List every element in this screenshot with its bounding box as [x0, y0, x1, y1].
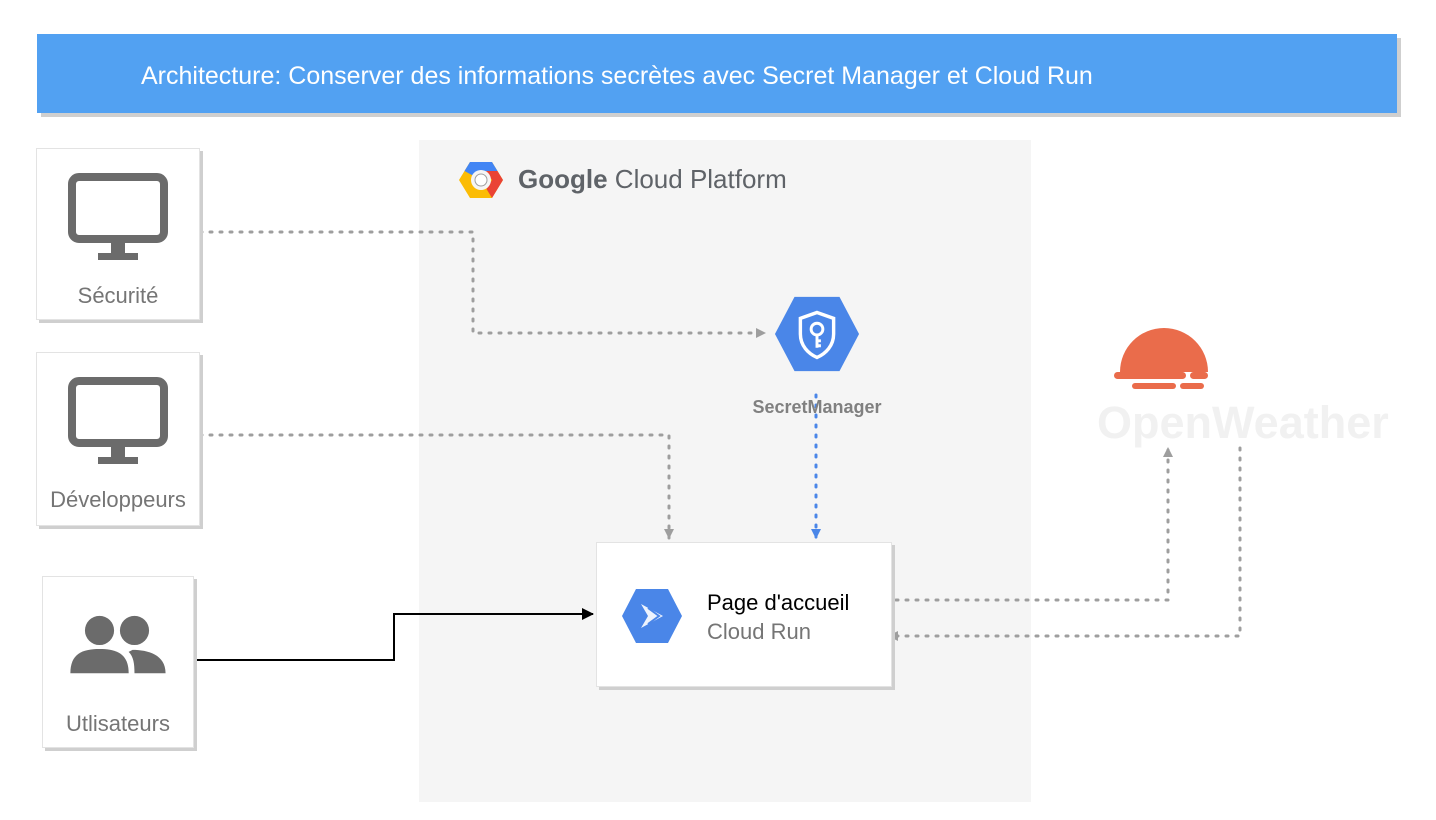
gcp-title: Google Cloud Platform [518, 164, 787, 194]
diagram-title: Architecture: Conserver des informations… [141, 62, 1093, 90]
secret-manager-label: SecretManager [752, 397, 882, 417]
users-icon [70, 615, 166, 674]
gcp-zone: Google Cloud Platform [419, 140, 1031, 802]
openweather-sun-icon [1114, 328, 1208, 389]
node-cloud-run: Page d'accueil Cloud Run [596, 542, 892, 687]
node-developers: Développeurs [36, 352, 200, 526]
node-security: Sécurité [36, 148, 200, 320]
edge-security-secretmanager [198, 230, 767, 338]
title-banner: Architecture: Conserver des informations… [37, 34, 1397, 113]
node-users: Utlisateurs [42, 576, 194, 748]
secret-manager-icon [774, 296, 860, 372]
edge-openweather-cloudrun [887, 446, 1242, 641]
cloud-run-icon [622, 589, 682, 643]
node-developers-label: Développeurs [50, 487, 186, 512]
monitor-icon [68, 377, 168, 464]
openweather-logo-text: OpenWeather [1097, 397, 1389, 448]
edge-cloudrun-openweather [894, 446, 1173, 602]
edge-users-cloudrun [193, 608, 594, 661]
cloud-run-subtitle: Cloud Run [707, 619, 811, 644]
monitor-icon [68, 173, 168, 260]
node-users-label: Utlisateurs [66, 711, 170, 736]
gcp-logo-icon [459, 162, 503, 198]
edge-developers-cloudrun [198, 433, 674, 540]
cloud-run-title: Page d'accueil [707, 590, 850, 615]
node-security-label: Sécurité [77, 283, 159, 308]
